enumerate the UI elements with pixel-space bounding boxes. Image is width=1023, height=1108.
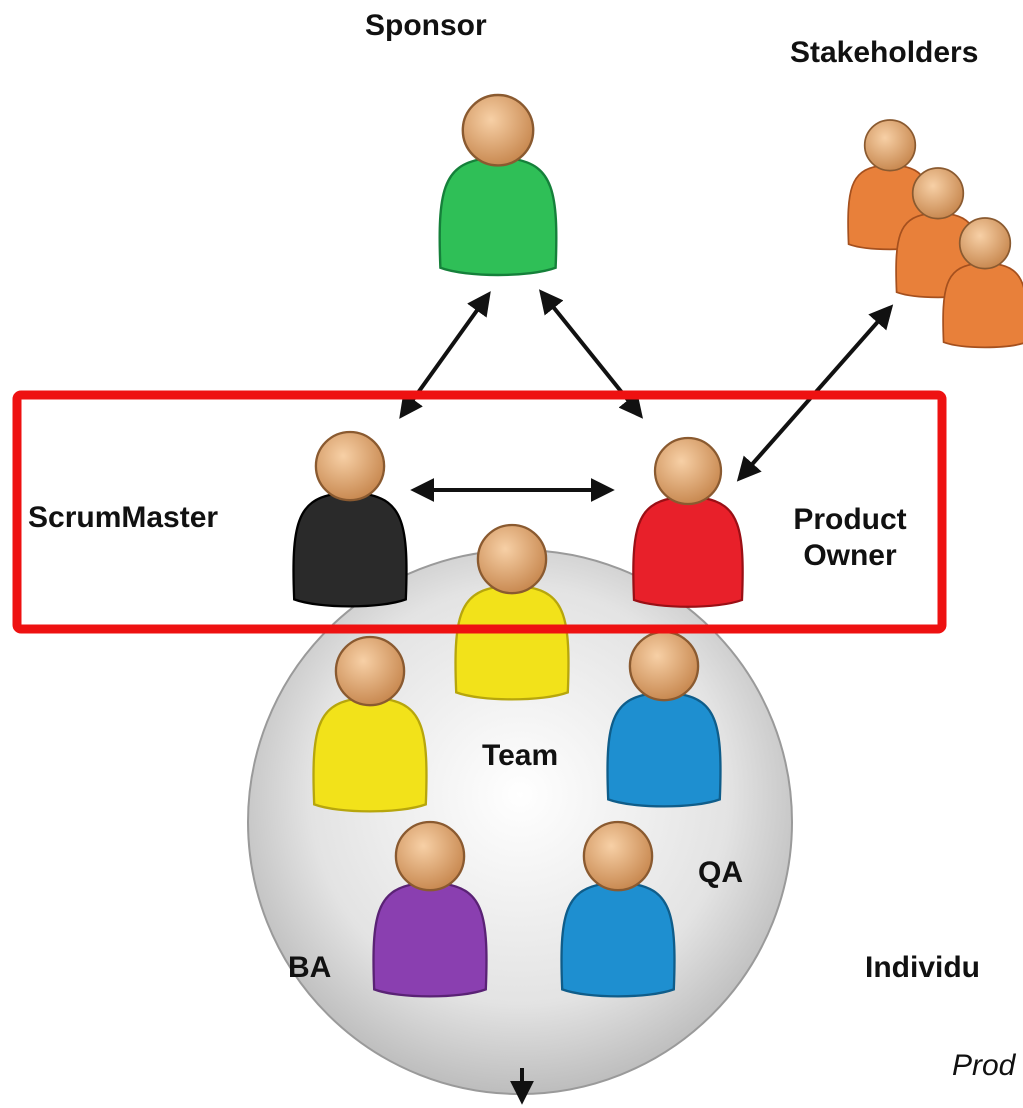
sponsor-person-icon [438,93,558,277]
stakeholders-person-group-icon [847,119,1023,349]
team-label: Team [482,739,559,772]
qa-label: QA [698,856,743,889]
stakeholders-label: Stakeholders [790,36,979,69]
scrum-team-highlight-box [12,390,947,634]
product-owner-label-line1: Product [793,503,907,536]
sponsor-label: Sponsor [365,9,487,42]
scrum-master-label: ScrumMaster [28,501,219,534]
product-owner-label-line2: Owner [803,539,897,572]
individuals-label: Individu [865,951,980,984]
product-caption-label: Prod [952,1049,1016,1082]
scrum-master-person-icon [292,430,408,608]
ba-label: BA [288,951,332,984]
product-owner-label: Product Owner [780,502,920,574]
product-owner-person-icon [632,436,744,608]
